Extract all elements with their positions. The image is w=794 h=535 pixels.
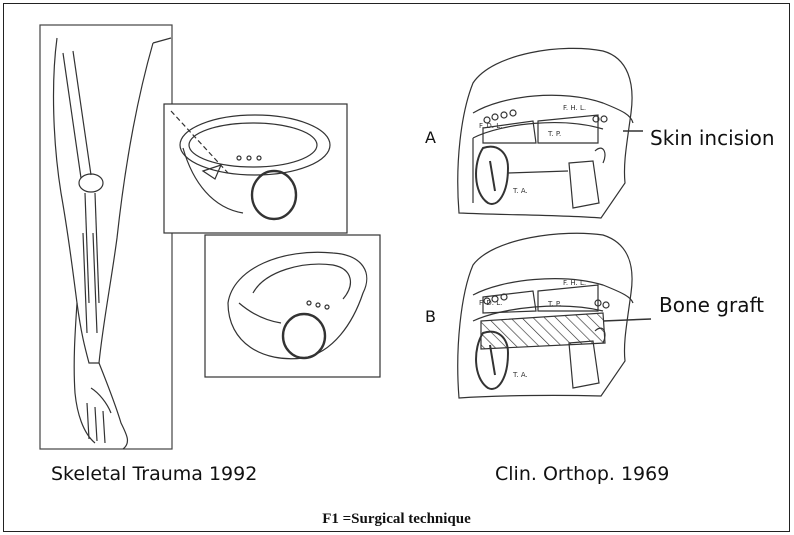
bone-graft-area: [481, 313, 605, 349]
leg-panel-frame: [40, 25, 172, 449]
leg-drawing: [40, 25, 172, 449]
skin-incision-label: Skin incision: [650, 126, 775, 150]
panel-b-tag-fdl: F. D. L.: [479, 299, 502, 307]
panel-a-tag-ta: T. A.: [512, 187, 528, 195]
left-source-caption: Skeletal Trauma 1992: [51, 463, 257, 485]
panel-b-tag-tp: T. P.: [547, 300, 561, 308]
panel-b-tag-ta: T. A.: [512, 371, 528, 379]
panel-a-tag-tp: T. P.: [547, 130, 561, 138]
cross-section-lower: [205, 235, 380, 377]
figure-border: [4, 4, 790, 532]
panel-b-letter: B: [425, 307, 436, 326]
cross-section-upper: [164, 104, 347, 233]
figure-frame: F. H. L. F. D. L. T. P. T. A. F. H. L. F…: [3, 3, 790, 532]
panel-b-tag-fhl: F. H. L.: [563, 279, 586, 287]
bone-graft-label: Bone graft: [659, 293, 764, 317]
panel-a-tag-fdl: F. D. L.: [479, 122, 502, 130]
right-source-caption: Clin. Orthop. 1969: [495, 463, 669, 485]
panel-b-drawing: [458, 233, 651, 398]
figure-caption: F1 =Surgical technique: [3, 511, 790, 528]
panel-a-tag-fhl: F. H. L.: [563, 104, 586, 112]
figure-illustration: F. H. L. F. D. L. T. P. T. A. F. H. L. F…: [3, 3, 790, 532]
panel-a-letter: A: [425, 128, 436, 147]
